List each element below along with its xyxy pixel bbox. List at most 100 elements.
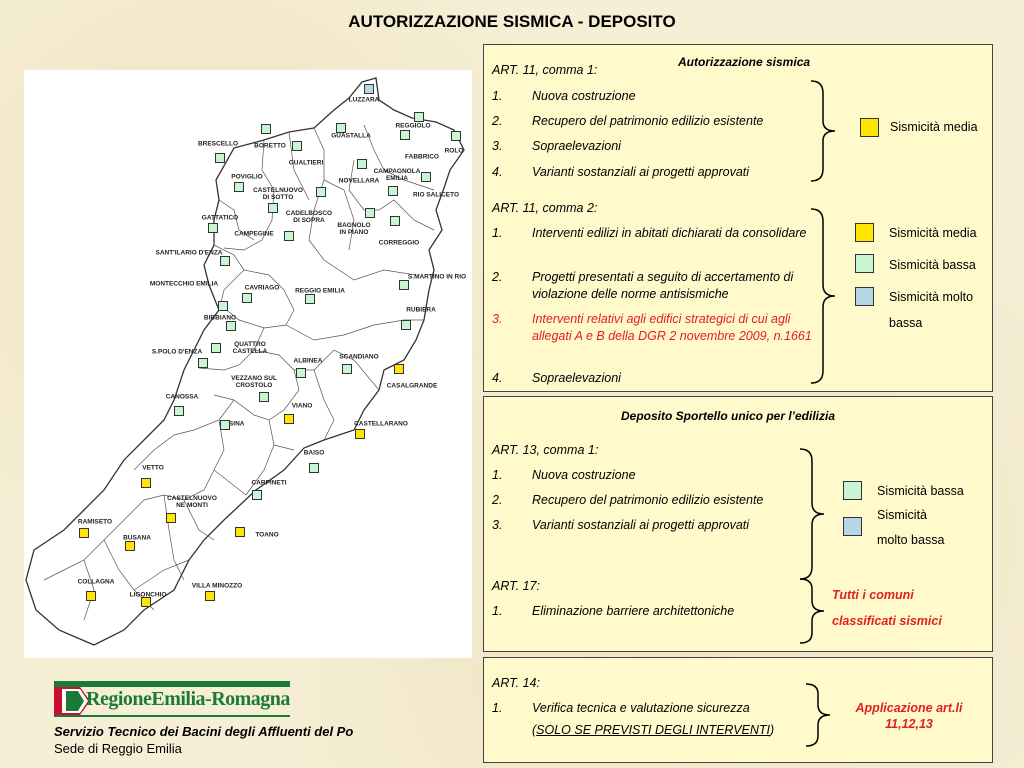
list-item-text: Recupero del patrimonio edilizio esisten…	[532, 493, 764, 507]
town-label: ROLO	[444, 147, 464, 155]
legend-square-media	[860, 118, 879, 137]
town-classification-square	[390, 216, 400, 226]
legend-square-molto-bassa	[843, 517, 862, 536]
town-classification-square	[305, 294, 315, 304]
town-label: SCANDIANO	[339, 353, 379, 361]
footer-office: Sede di Reggio Emilia	[54, 741, 182, 756]
note-classificati-sismici: classificati sismici	[832, 614, 942, 628]
town-classification-square	[309, 463, 319, 473]
box-deposito: Deposito Sportello unico per l’edilizia …	[483, 396, 993, 652]
town-label: GUASTALLA	[331, 132, 371, 140]
town-classification-square	[205, 591, 215, 601]
box2-header: Deposito Sportello unico per l’edilizia	[621, 409, 836, 423]
town-label: REGGIOLO	[395, 122, 431, 130]
town-label: SANT'ILARIO D'ENZA	[155, 249, 223, 257]
page-title: AUTORIZZAZIONE SISMICA - DEPOSITO	[348, 12, 676, 31]
box3-item-condition: (SOLO SE PREVISTI DEGLI INTERVENTI)	[532, 722, 832, 739]
town-label: ALBINEA	[293, 357, 323, 365]
town-classification-square	[357, 159, 367, 169]
box2-art1-title: ART. 13, comma 1:	[492, 443, 599, 457]
brace-icon	[810, 80, 836, 182]
town-classification-square	[220, 420, 230, 430]
town-classification-square	[198, 358, 208, 368]
list-item-number: 3.	[492, 139, 503, 153]
town-classification-square	[284, 231, 294, 241]
town-classification-square	[268, 203, 278, 213]
town-classification-square	[364, 84, 374, 94]
box1-header: Autorizzazione sismica	[678, 55, 811, 69]
town-label: CAMPEGINE	[234, 230, 274, 238]
list-item-text: Interventi relativi agli edifici strateg…	[532, 312, 812, 343]
legend-label-media: Sismicità media	[890, 120, 978, 134]
list-item-number: 1.	[492, 89, 503, 103]
box3-art-title: ART. 14:	[492, 676, 540, 690]
town-label: FABBRICO	[405, 153, 439, 161]
town-label: BAISO	[303, 449, 325, 457]
town-classification-square	[342, 364, 352, 374]
regione-logo-text: RegioneEmilia-Romagna	[86, 688, 290, 710]
box3-item: 1. Verifica tecnica e valutazione sicure…	[492, 700, 812, 740]
box3-item-number: 1.	[492, 701, 503, 715]
town-label-line: VEZZANO SUL	[231, 375, 277, 382]
list-item-number: 4.	[492, 371, 503, 385]
town-label: CANOSSA	[165, 393, 199, 401]
town-label: REGGIO EMILIA	[295, 287, 345, 295]
town-classification-square	[242, 293, 252, 303]
list-item-number: 2.	[492, 270, 503, 284]
town-label-line: EMILIA	[385, 175, 409, 182]
list-item-number: 1.	[492, 468, 503, 482]
legend-label-molto-bassa-2: bassa	[889, 316, 923, 330]
list-item-text: Nuova costruzione	[532, 89, 636, 103]
list-item-text: Eliminazione barriere architettoniche	[532, 604, 735, 618]
town-label-line: CASTELNUOVO	[167, 495, 217, 502]
list-item-number: 2.	[492, 493, 503, 507]
box1-art1-title: ART. 11, comma 1:	[492, 63, 598, 77]
town-label: S.POLO D'ENZA	[151, 348, 203, 356]
town-classification-square	[284, 414, 294, 424]
province-map: LUZZARA GUASTALLA REGGIOLO ROLO BRESCELLO BOR…	[24, 70, 472, 658]
town-classification-square	[401, 320, 411, 330]
legend-square-molto-bassa	[855, 287, 874, 306]
town-classification-square	[259, 392, 269, 402]
town-label: BORETTO	[254, 142, 286, 150]
legend-square-bassa	[843, 481, 862, 500]
town-label-line: DI SOPRA	[293, 217, 325, 224]
town-label: GATTATICO	[201, 214, 239, 222]
town-label: GUALTIERI	[288, 159, 324, 167]
town-classification-square	[220, 256, 230, 266]
town-classification-square	[365, 208, 375, 218]
town-classification-square	[451, 131, 461, 141]
brace-icon	[805, 683, 831, 747]
town-classification-square	[218, 301, 228, 311]
note-applicazione: Applicazione art.li	[855, 701, 963, 715]
town-classification-square	[394, 364, 404, 374]
list-item-text: Progetti presentati a seguito di accerta…	[532, 270, 794, 301]
list-item-text: Recupero del patrimonio edilizio esisten…	[532, 114, 764, 128]
list-item-number: 4.	[492, 165, 503, 179]
list-item-text: Interventi edilizi in abitati dichiarati…	[532, 226, 807, 240]
town-label: RUBIERA	[406, 306, 436, 314]
legend-label-bassa: Sismicità bassa	[877, 484, 964, 498]
town-label: CASALGRANDE	[386, 382, 438, 390]
town-label-line: CASTELNUOVO	[253, 187, 303, 194]
box-autorizzazione-sismica: Autorizzazione sismica ART. 11, comma 1:…	[483, 44, 993, 392]
town-classification-square	[226, 321, 236, 331]
town-label: CASINA	[219, 420, 245, 428]
town-classification-square	[316, 187, 326, 197]
list-item-number: 3.	[492, 312, 503, 326]
town-label: BRESCELLO	[197, 140, 239, 148]
town-label: VILLA MINOZZO	[191, 582, 243, 590]
brace-icon	[799, 448, 825, 580]
town-classification-square	[125, 541, 135, 551]
brace-icon	[810, 208, 836, 384]
town-classification-square	[336, 123, 346, 133]
footer-service-name: Servizio Tecnico dei Bacini degli Afflue…	[54, 724, 354, 739]
town-classification-square	[141, 478, 151, 488]
list-item-number: 1.	[492, 226, 503, 240]
town-label-line: NE MONTI	[176, 502, 208, 509]
note-tutti-comuni: Tutti i comuni	[832, 588, 914, 602]
legend-square-media	[855, 223, 874, 242]
town-label: BUSANA	[123, 534, 151, 542]
town-label: LUZZARA	[348, 96, 380, 104]
